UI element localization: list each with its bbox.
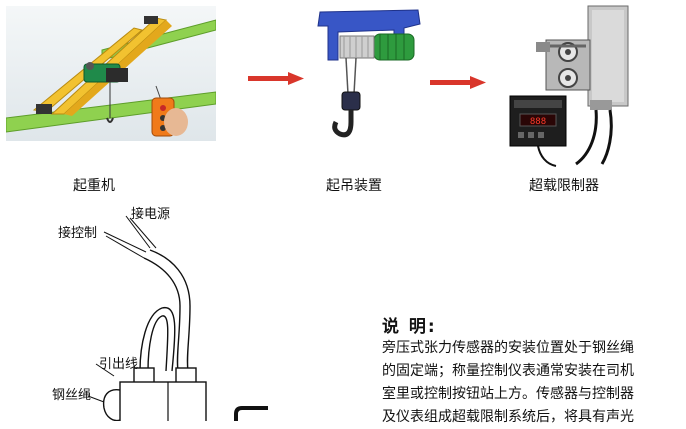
caption-crane: 起重机 bbox=[73, 178, 115, 194]
svg-text:888: 888 bbox=[530, 117, 546, 127]
limiter-image: 888 bbox=[506, 4, 656, 174]
caption-limiter: 超载限制器 bbox=[529, 178, 599, 194]
label-lead-out: 引出线 bbox=[99, 357, 139, 372]
crane-image bbox=[6, 6, 216, 141]
note-title: 说 明: bbox=[382, 317, 437, 337]
label-control: 接控制 bbox=[58, 226, 98, 241]
arrow-hoist-to-limiter bbox=[430, 76, 486, 90]
note-line: 旁压式张力传感器的安装位置处于钢丝绳 bbox=[382, 340, 634, 356]
label-wire-rope: 钢丝绳 bbox=[52, 388, 92, 403]
note-line: 室里或控制按钮站上方。传感器与控制器 bbox=[382, 386, 634, 402]
note-body: 旁压式张力传感器的安装位置处于钢丝绳 的固定端；称量控制仪表通常安装在司机 室里… bbox=[382, 337, 682, 429]
caption-hoist: 起吊装置 bbox=[326, 178, 382, 194]
sensor-wiring-diagram bbox=[0, 196, 280, 421]
arrow-crane-to-hoist bbox=[248, 72, 304, 86]
hoist-image bbox=[314, 6, 424, 146]
label-power: 接电源 bbox=[131, 207, 171, 222]
note-line: 的固定端；称量控制仪表通常安装在司机 bbox=[382, 363, 634, 379]
note-line: 及仪表组成超载限制系统后，将具有声光 bbox=[382, 409, 634, 425]
